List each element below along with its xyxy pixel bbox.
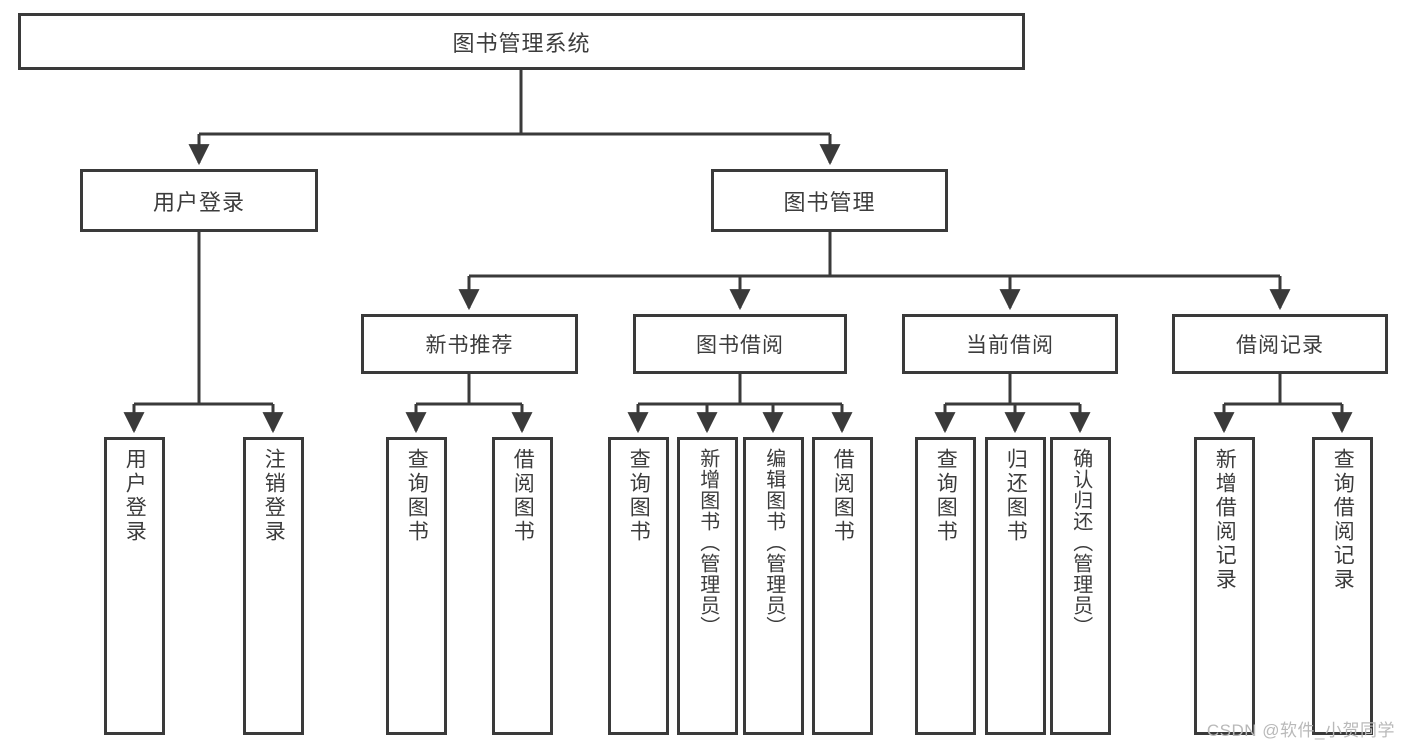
- leaf-add-book-admin[interactable]: 新增图书（管理员）: [677, 437, 738, 735]
- node-label: 新书推荐: [425, 334, 514, 357]
- node-label: 新增图书（管理员）: [696, 448, 719, 637]
- csdn-watermark: CSDN @软件_小贺同学: [1206, 721, 1395, 740]
- node-new-book-recommend[interactable]: 新书推荐: [361, 314, 578, 374]
- leaf-query-book-borrow[interactable]: 查询图书: [608, 437, 669, 735]
- node-label: 归还图书: [1004, 448, 1028, 544]
- node-label: 借阅图书: [831, 448, 855, 544]
- node-user-login[interactable]: 用户登录: [80, 169, 318, 232]
- node-label: 注销登录: [262, 448, 286, 544]
- leaf-return-book[interactable]: 归还图书: [985, 437, 1046, 735]
- node-label: 查询借阅记录: [1331, 448, 1355, 592]
- leaf-borrow-book-recommend[interactable]: 借阅图书: [492, 437, 553, 735]
- node-label: 查询图书: [934, 448, 958, 544]
- node-current-borrow[interactable]: 当前借阅: [902, 314, 1118, 374]
- leaf-query-borrow-record[interactable]: 查询借阅记录: [1312, 437, 1373, 735]
- leaf-borrow-book[interactable]: 借阅图书: [812, 437, 873, 735]
- node-label: 查询图书: [627, 448, 651, 544]
- node-book-management[interactable]: 图书管理: [711, 169, 948, 232]
- node-book-borrow[interactable]: 图书借阅: [633, 314, 847, 374]
- node-label: 编辑图书（管理员）: [762, 448, 785, 637]
- node-label: 借阅图书: [511, 448, 535, 544]
- node-label: 图书管理系统: [452, 30, 591, 56]
- node-label: 确认归还（管理员）: [1069, 448, 1092, 637]
- node-root-book-management-system[interactable]: 图书管理系统: [18, 13, 1025, 70]
- node-label: 查询图书: [405, 448, 429, 544]
- leaf-edit-book-admin[interactable]: 编辑图书（管理员）: [743, 437, 804, 735]
- node-label: 当前借阅: [966, 334, 1054, 357]
- node-label: 借阅记录: [1236, 334, 1324, 357]
- node-label: 用户登录: [152, 189, 245, 215]
- node-label: 图书借阅: [696, 334, 784, 357]
- node-borrow-record[interactable]: 借阅记录: [1172, 314, 1388, 374]
- leaf-query-book-current[interactable]: 查询图书: [915, 437, 976, 735]
- node-label: 图书管理: [783, 189, 876, 215]
- leaf-user-login[interactable]: 用户登录: [104, 437, 165, 735]
- leaf-query-book-recommend[interactable]: 查询图书: [386, 437, 447, 735]
- node-label: 用户登录: [123, 448, 147, 544]
- node-label: 新增借阅记录: [1213, 448, 1237, 592]
- leaf-logout[interactable]: 注销登录: [243, 437, 304, 735]
- leaf-confirm-return-admin[interactable]: 确认归还（管理员）: [1050, 437, 1111, 735]
- leaf-add-borrow-record[interactable]: 新增借阅记录: [1194, 437, 1255, 735]
